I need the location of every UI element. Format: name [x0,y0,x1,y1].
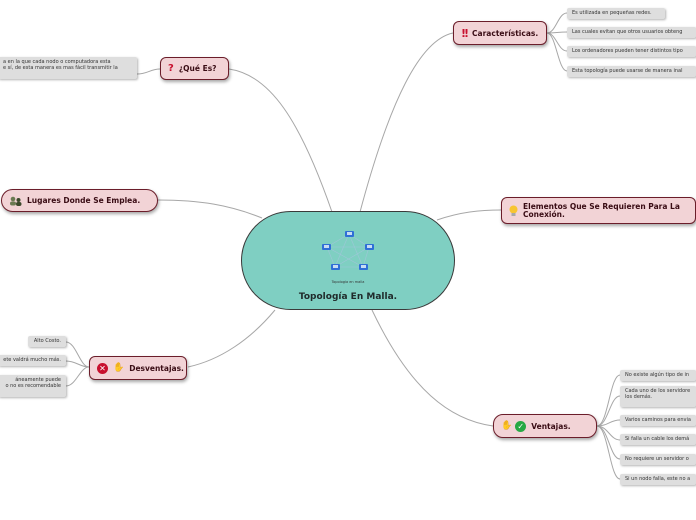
leaf-ventajas-5[interactable]: No requiere un servidor o [620,454,696,465]
leaf-caracteristicas-4[interactable]: Esta topología puede usarse de manera in… [567,66,696,77]
link-caracteristicas [360,33,453,212]
link-elementos [437,210,501,220]
image-caption: Topologia en malla [242,280,454,284]
topic-label: ¿Qué Es? [179,64,217,73]
double-exclamation-icon: !! [461,27,467,40]
topic-label: Lugares Donde Se Emplea. [27,196,140,205]
central-topic[interactable]: Topologia en malla Topología En Malla. [241,211,455,310]
topic-label: Características. [472,29,538,38]
link-desventajas [188,310,275,367]
topic-caracteristicas[interactable]: !! Características. [453,21,547,45]
topic-que-es[interactable]: ? ¿Qué Es? [160,57,229,80]
leaf-caracteristicas-1[interactable]: Es utilizada en pequeñas redes. [567,8,665,19]
leaf-caracteristicas-2[interactable]: Las cuales evitan que otros usuarios obt… [567,27,696,38]
leaf-desventajas-3[interactable]: áneamente puede o no es recomendable [0,375,66,397]
topic-desventajas[interactable]: ✕ ✋ Desventajas. [89,356,187,380]
leaf-ventajas-6[interactable]: Si un nodo falla, este no a [620,474,696,485]
leaf-desventajas-2[interactable]: ete valdrá mucho más. [0,355,66,366]
topic-label: Desventajas. [129,364,184,373]
topic-label: Ventajas. [531,422,570,431]
thumbs-down-icon: ✋ [113,363,124,373]
check-circle-icon: ✓ [515,421,526,432]
question-icon: ? [168,63,174,74]
link-que-es [229,69,332,212]
topic-ventajas[interactable]: ✋ ✓ Ventajas. [493,414,597,438]
central-title: Topología En Malla. [242,292,454,302]
leaf-ventajas-2[interactable]: Cada uno de los servidore los demás. [620,386,696,407]
leaf-caracteristicas-3[interactable]: Los ordenadores pueden tener distintos t… [567,46,696,57]
link-lugares [158,200,262,218]
leaf-que-es-definition[interactable]: a en la que cada nodo o computadora esta… [0,57,137,79]
lightbulb-icon [509,205,518,217]
link-ventajas [372,310,493,426]
topic-lugares[interactable]: Lugares Donde Se Emplea. [1,189,158,212]
leaf-ventajas-3[interactable]: Varios caminos para envia [620,415,696,426]
thumbs-up-icon: ✋ [501,421,512,431]
leaf-ventajas-4[interactable]: Si falla un cable los demá [620,434,696,445]
leaf-desventajas-1[interactable]: Alto Costo. [28,336,66,347]
topic-elementos[interactable]: Elementos Que Se Requieren Para La Conex… [501,197,696,224]
leaf-ventajas-1[interactable]: No existe algún tipo de in [620,370,696,381]
topic-label: Elementos Que Se Requieren Para La Conex… [523,203,688,219]
cross-circle-icon: ✕ [97,363,108,374]
mesh-network-image [319,229,379,279]
people-icon [9,196,22,206]
